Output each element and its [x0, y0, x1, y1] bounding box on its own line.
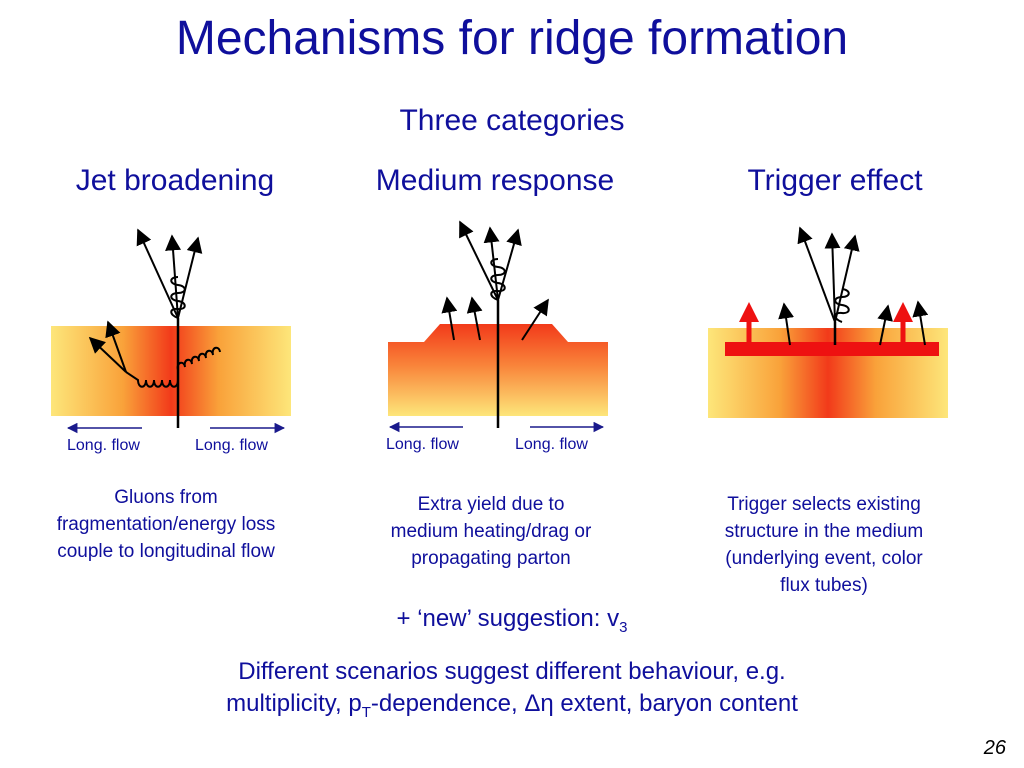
- description-line: couple to longitudinal flow: [57, 541, 275, 562]
- gluon-coil: [490, 258, 506, 301]
- trigger-effect-diagram: [708, 226, 948, 418]
- description-line: fragmentation/energy loss: [56, 514, 276, 535]
- subtitle: Three categories: [399, 104, 625, 137]
- gluon-coil-right: [176, 346, 221, 371]
- conclusion-line-1: Different scenarios suggest different be…: [238, 658, 786, 685]
- description-line: propagating parton: [411, 548, 571, 569]
- heading-trigger-effect: Trigger effect: [747, 164, 923, 197]
- flow-label-left: Long. flow: [386, 436, 459, 453]
- description-line: Extra yield due to: [417, 494, 565, 515]
- heading-medium-response: Medium response: [375, 164, 615, 197]
- description-line: structure in the medium: [724, 521, 924, 542]
- page-number: 26: [983, 737, 1006, 759]
- description-line: Trigger selects existing: [727, 494, 921, 515]
- medium-slab: [708, 328, 948, 418]
- page-title: Mechanisms for ridge formation: [175, 12, 849, 65]
- heading-jet-broadening: Jet broadening: [75, 164, 275, 197]
- flow-label-right: Long. flow: [195, 437, 268, 454]
- note-text: + ‘new’ suggestion: v: [396, 605, 620, 632]
- medium-response-diagram: [388, 220, 608, 433]
- new-suggestion-note: + ‘new’ suggestion: v3: [0, 604, 1024, 643]
- gluon-coil: [170, 276, 186, 319]
- description-jet-broadening: Gluons from fragmentation/energy loss co…: [20, 484, 312, 565]
- description-medium-response: Extra yield due to medium heating/drag o…: [346, 491, 636, 572]
- description-line: flux tubes): [780, 575, 868, 596]
- gluon-coil: [834, 288, 850, 323]
- conclusion-subscript: T: [361, 703, 371, 721]
- description-line: Gluons from: [114, 487, 218, 508]
- gluon-coil-left: [125, 371, 179, 388]
- jet-broadening-diagram: [51, 228, 291, 434]
- medium-slab: [51, 326, 291, 416]
- note-subscript: 3: [619, 618, 628, 636]
- conclusion-line-2b: -dependence, Δη extent, baryon content: [370, 690, 798, 717]
- flow-label-left: Long. flow: [67, 437, 140, 454]
- description-trigger-effect: Trigger selects existing structure in th…: [690, 491, 958, 599]
- description-line: medium heating/drag or: [390, 521, 592, 542]
- description-line: (underlying event, color: [725, 548, 923, 569]
- conclusion-text: Different scenarios suggest different be…: [0, 656, 1024, 729]
- conclusion-line-2: multiplicity, pT-dependence, Δη extent, …: [0, 688, 1024, 729]
- flow-label-right: Long. flow: [515, 436, 588, 453]
- conclusion-line-2a: multiplicity, p: [226, 690, 362, 717]
- trigger-bar: [725, 342, 939, 356]
